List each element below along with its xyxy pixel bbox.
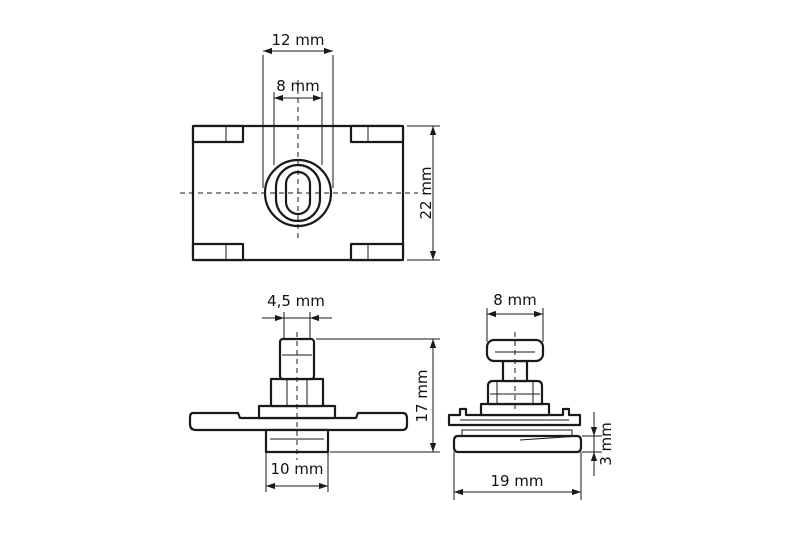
front-view-channel	[447, 407, 582, 427]
front-view-base	[452, 434, 583, 454]
front-view-nut	[486, 379, 544, 406]
side-view	[188, 332, 409, 460]
dim-front-base-width: 19 mm	[453, 452, 582, 500]
dim-top-width-outer: 12 mm	[262, 31, 334, 188]
dim-label-10mm: 10 mm	[270, 460, 323, 478]
dim-label-22mm: 22 mm	[417, 166, 435, 219]
dim-side-height: 17 mm	[316, 338, 440, 453]
dim-top-width-inner: 8 mm	[273, 77, 323, 165]
dim-front-head-width: 8 mm	[486, 291, 544, 342]
dim-top-height: 22 mm	[407, 125, 440, 261]
front-view	[447, 332, 583, 454]
top-view	[180, 80, 418, 262]
dim-label-3mm: 3 mm	[597, 422, 615, 466]
side-view-plate	[188, 411, 409, 432]
side-view-nut	[269, 377, 325, 408]
dim-label-19mm: 19 mm	[490, 472, 543, 490]
dim-label-8mm-front: 8 mm	[493, 291, 537, 309]
dim-side-base-width: 10 mm	[265, 452, 329, 492]
dim-label-8mm-top: 8 mm	[276, 77, 320, 95]
dim-side-shaft-width: 4,5 mm	[262, 292, 332, 340]
dim-front-base-height: 3 mm	[582, 412, 615, 476]
top-view-notches	[191, 124, 405, 262]
dim-label-17mm: 17 mm	[413, 369, 431, 422]
dim-label-12mm: 12 mm	[271, 31, 324, 49]
dim-label-4-5mm: 4,5 mm	[267, 292, 325, 310]
